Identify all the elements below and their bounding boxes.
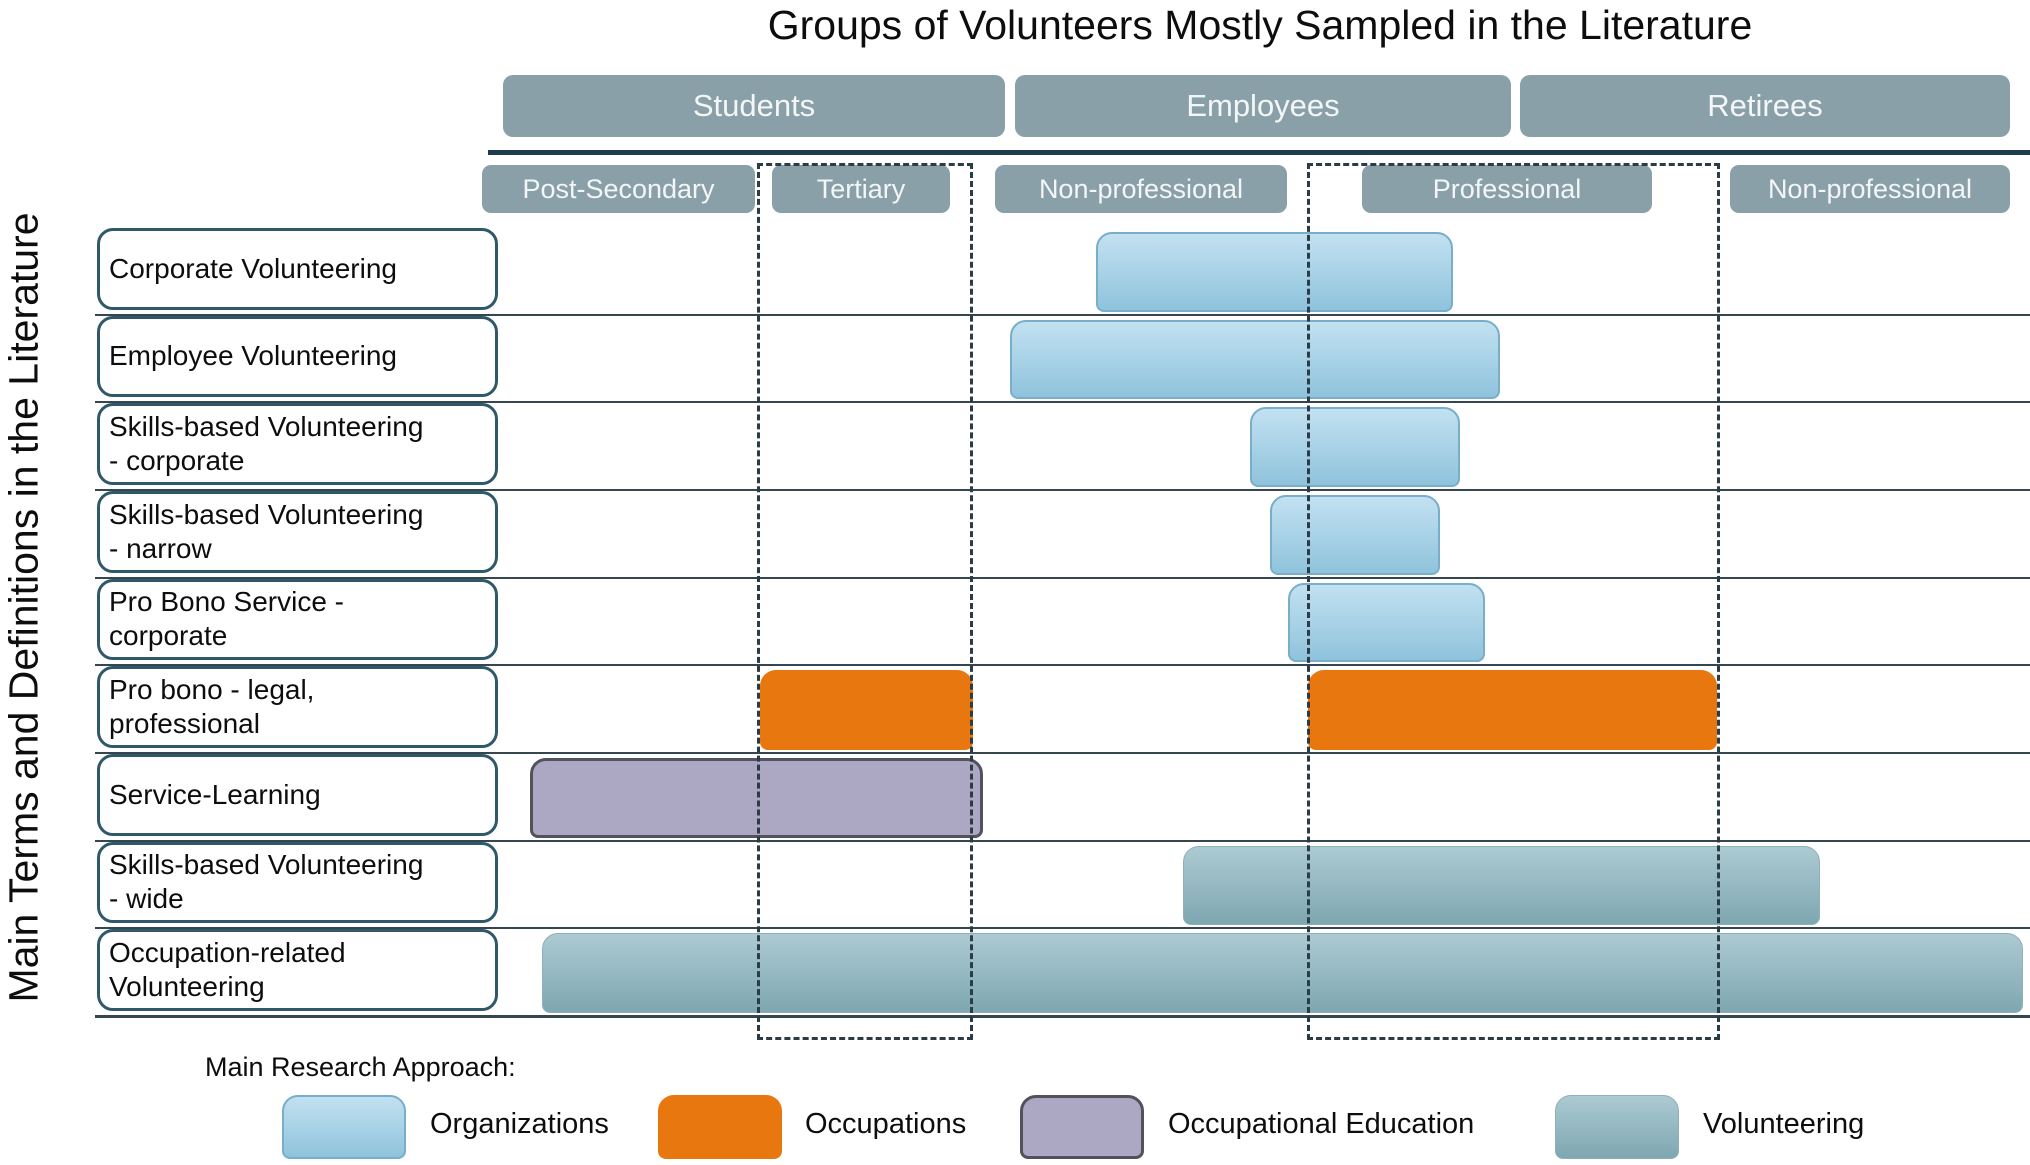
- legend-swatch-organizations: [282, 1095, 406, 1159]
- term-bar-organizations: [1288, 582, 1485, 663]
- legend-title: Main Research Approach:: [205, 1052, 516, 1082]
- subgroup-header-tertiary: Tertiary: [772, 165, 950, 213]
- row-label: Corporate Volunteering: [97, 228, 498, 310]
- legend-swatch-volunteering: [1555, 1095, 1679, 1159]
- row-label: Skills-based Volunteering - narrow: [97, 491, 498, 573]
- row-label: Pro Bono Service - corporate: [97, 578, 498, 661]
- subgroup-header-non-professional: Non-professional: [1730, 165, 2010, 213]
- term-bar-organizations: [1010, 319, 1500, 400]
- group-header-students: Students: [503, 75, 1005, 137]
- subgroup-header-post-secondary: Post-Secondary: [482, 165, 755, 213]
- grid-line: [95, 1015, 2030, 1018]
- y-axis-label: Main Terms and Definitions in the Litera…: [0, 212, 47, 1003]
- term-bar-organizations: [1096, 232, 1453, 312]
- term-bar-volunteering: [1183, 845, 1820, 926]
- subgroup-header-non-professional: Non-professional: [995, 165, 1287, 213]
- subgroup-header-professional: Professional: [1362, 165, 1652, 213]
- legend-label: Occupational Education: [1168, 1108, 1475, 1140]
- term-bar-occupations: [760, 670, 973, 750]
- grid-line: [95, 576, 2030, 579]
- legend-swatch-occupational_education: [1020, 1095, 1144, 1159]
- header-divider-line: [488, 150, 2030, 155]
- row-label: Occupation-related Volunteering: [97, 929, 498, 1011]
- term-bar-organizations: [1250, 407, 1460, 487]
- grid-line: [95, 401, 2030, 404]
- term-bar-organizations: [1270, 495, 1440, 575]
- term-bar-volunteering: [542, 933, 2023, 1013]
- dashed-region-tertiary-focus: [757, 163, 973, 1040]
- grid-line: [95, 489, 2030, 491]
- grid-line: [95, 664, 2030, 667]
- term-bar-occupations: [1308, 670, 1717, 750]
- grid-line: [95, 839, 2030, 842]
- row-label: Pro bono - legal, professional: [97, 666, 498, 748]
- row-label: Employee Volunteering: [97, 315, 498, 398]
- figure-title: Groups of Volunteers Mostly Sampled in t…: [767, 2, 1753, 48]
- row-label: Service-Learning: [97, 754, 498, 836]
- row-label: Skills-based Volunteering - wide: [97, 841, 498, 924]
- group-header-employees: Employees: [1015, 75, 1511, 137]
- grid-line: [95, 313, 2030, 316]
- term-bar-occupational_education: [530, 758, 983, 838]
- grid-line: [95, 752, 2030, 754]
- group-header-retirees: Retirees: [1520, 75, 2010, 137]
- legend-label: Organizations: [430, 1108, 609, 1140]
- legend-swatch-occupations: [658, 1095, 782, 1159]
- grid-line: [95, 927, 2030, 930]
- legend-label: Volunteering: [1703, 1108, 1865, 1140]
- row-label: Skills-based Volunteering - corporate: [97, 403, 498, 485]
- dashed-region-professional-focus: [1307, 163, 1720, 1040]
- legend-label: Occupations: [805, 1108, 967, 1140]
